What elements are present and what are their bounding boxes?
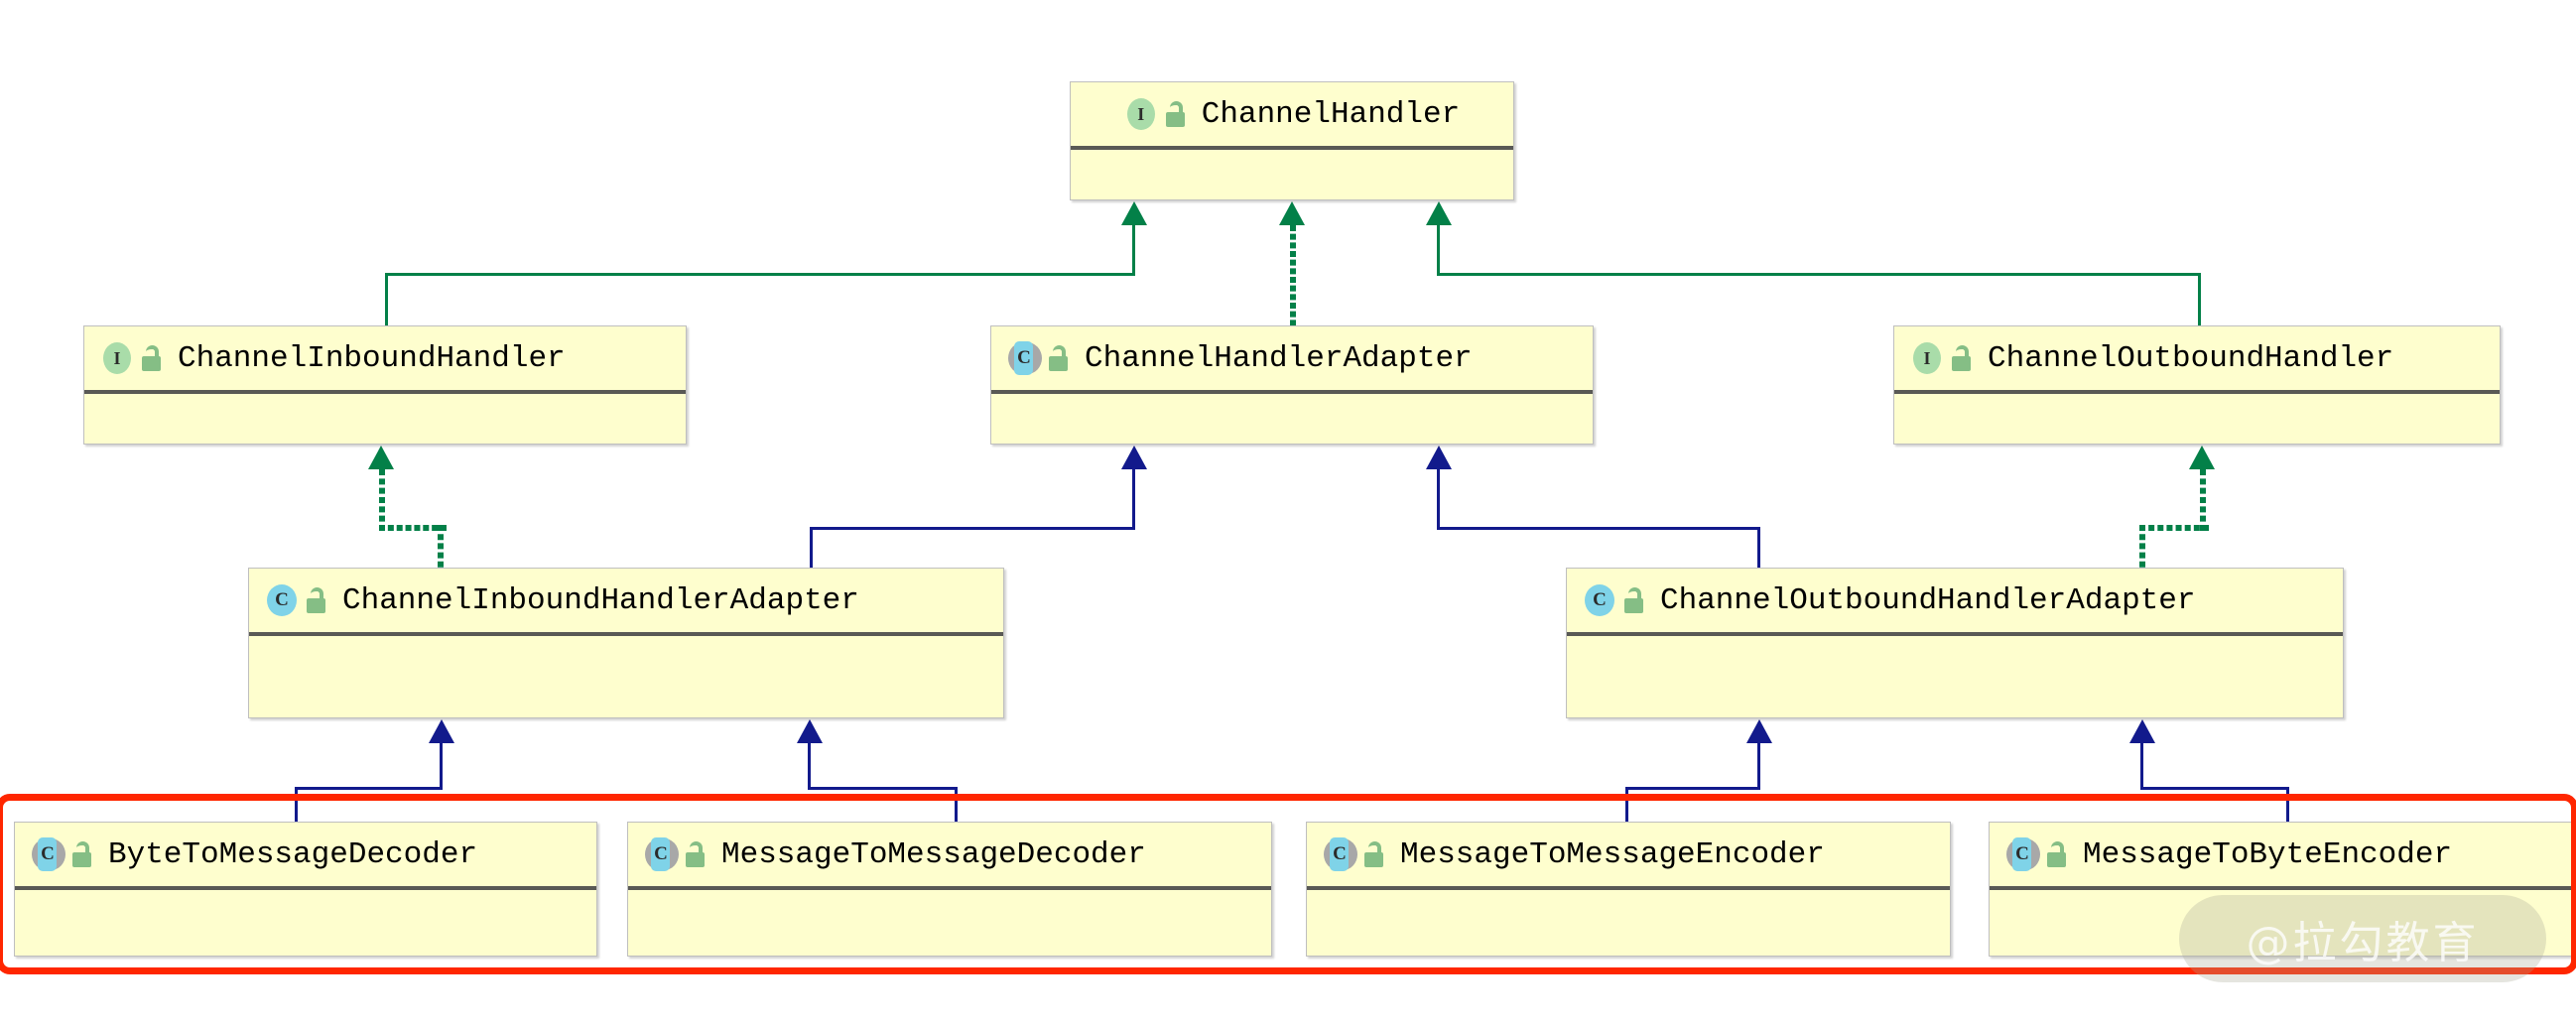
uml-class-name: ChannelInboundHandler xyxy=(178,340,566,376)
uml-class-name: ChannelHandler xyxy=(1201,96,1461,132)
uml-class-name: MessageToMessageEncoder xyxy=(1400,836,1825,872)
uml-members-compartment xyxy=(249,636,1003,715)
edge-outbound-adapter-h xyxy=(2139,525,2209,531)
public-lock-icon xyxy=(684,839,708,869)
edge-outbound-adapter-v1 xyxy=(2200,469,2206,531)
edge-outbound-adapter-ext-v1 xyxy=(1437,469,1440,527)
uml-class-message-to-message-decoder[interactable]: C MessageToMessageDecoder xyxy=(627,822,1272,957)
edge-inbound-handler-v2 xyxy=(385,273,388,328)
abstract-class-stereotype-icon: C xyxy=(644,837,679,871)
arrow-head-msg-msg-encoder xyxy=(1746,719,1772,743)
edge-msg-msg-encoder-v1 xyxy=(1757,743,1760,787)
arrow-head-inbound-adapter-to-inbound xyxy=(368,446,394,469)
uml-header: C ChannelOutboundHandlerAdapter xyxy=(1567,569,2343,636)
uml-class-name: MessageToByteEncoder xyxy=(2083,836,2453,872)
arrow-head-adapter-to-handler xyxy=(1279,201,1305,225)
uml-header: C MessageToByteEncoder xyxy=(1990,823,2575,890)
uml-class-name: ChannelHandlerAdapter xyxy=(1085,340,1473,376)
edge-inbound-handler-h xyxy=(385,273,1135,276)
uml-members-compartment xyxy=(628,890,1271,954)
uml-header: C ChannelInboundHandlerAdapter xyxy=(249,569,1003,636)
public-lock-icon xyxy=(1362,839,1386,869)
edge-msg-msg-encoder-h xyxy=(1625,787,1760,790)
uml-header: C MessageToMessageDecoder xyxy=(628,823,1271,890)
uml-class-channel-handler[interactable]: I ChannelHandler xyxy=(1070,81,1514,200)
uml-class-name: MessageToMessageDecoder xyxy=(721,836,1146,872)
uml-header: I ChannelHandler xyxy=(1071,82,1513,150)
uml-members-compartment xyxy=(15,890,596,954)
uml-class-message-to-byte-encoder[interactable]: C MessageToByteEncoder xyxy=(1989,822,2576,957)
public-lock-icon xyxy=(1164,99,1188,129)
edge-msg-byte-encoder-h xyxy=(2140,787,2289,790)
edge-outbound-adapter-ext-v2 xyxy=(1757,527,1760,571)
uml-class-channel-handler-adapter[interactable]: C ChannelHandlerAdapter xyxy=(990,325,1594,445)
edge-inbound-adapter-ext-v1 xyxy=(1132,469,1135,527)
public-lock-icon xyxy=(1047,343,1071,373)
uml-header: C MessageToMessageEncoder xyxy=(1307,823,1950,890)
abstract-class-stereotype-icon: C xyxy=(31,837,65,871)
uml-class-message-to-message-encoder[interactable]: C MessageToMessageEncoder xyxy=(1306,822,1951,957)
edge-msg-byte-encoder-v1 xyxy=(2140,743,2143,787)
public-lock-icon xyxy=(2045,839,2069,869)
uml-class-channel-outbound-handler[interactable]: I ChannelOutboundHandler xyxy=(1893,325,2501,445)
uml-class-channel-inbound-handler[interactable]: I ChannelInboundHandler xyxy=(83,325,687,445)
edge-inbound-adapter-v1 xyxy=(379,469,385,531)
uml-class-name: ChannelInboundHandlerAdapter xyxy=(342,582,859,618)
uml-class-name: ChannelOutboundHandlerAdapter xyxy=(1660,582,2196,618)
abstract-class-stereotype-icon: C xyxy=(2005,837,2040,871)
public-lock-icon xyxy=(305,585,328,615)
arrow-head-msg-byte-encoder xyxy=(2129,719,2155,743)
uml-members-compartment xyxy=(1567,636,2343,715)
arrow-head-outbound-adapter-to-outbound xyxy=(2189,446,2215,469)
uml-members-compartment xyxy=(1894,394,2500,442)
class-stereotype-icon: C xyxy=(265,583,299,617)
edge-msg-msg-decoder-h xyxy=(808,787,958,790)
arrow-head-outbound-to-handler xyxy=(1426,201,1452,225)
uml-class-channel-inbound-handler-adapter[interactable]: C ChannelInboundHandlerAdapter xyxy=(248,568,1004,718)
public-lock-icon xyxy=(1950,343,1974,373)
uml-members-compartment xyxy=(991,394,1593,442)
edge-inbound-adapter-ext-v2 xyxy=(810,527,813,571)
uml-header: C ChannelHandlerAdapter xyxy=(991,326,1593,394)
uml-class-name: ByteToMessageDecoder xyxy=(108,836,478,872)
edge-inbound-handler-v1 xyxy=(1132,225,1135,273)
abstract-class-stereotype-icon: C xyxy=(1007,341,1042,375)
interface-stereotype-icon: I xyxy=(100,341,134,375)
uml-class-channel-outbound-handler-adapter[interactable]: C ChannelOutboundHandlerAdapter xyxy=(1566,568,2344,718)
arrow-head-byte-decoder xyxy=(429,719,454,743)
edge-outbound-adapter-ext-h xyxy=(1437,527,1760,530)
watermark: @拉勾教育 xyxy=(2179,895,2546,982)
public-lock-icon xyxy=(140,343,164,373)
uml-class-name: ChannelOutboundHandler xyxy=(1988,340,2394,376)
uml-header: I ChannelInboundHandler xyxy=(84,326,686,394)
abstract-class-stereotype-icon: C xyxy=(1323,837,1357,871)
uml-members-compartment xyxy=(1071,150,1513,197)
arrow-head-inbound-to-handler xyxy=(1121,201,1147,225)
public-lock-icon xyxy=(70,839,94,869)
public-lock-icon xyxy=(1622,585,1646,615)
edge-handler-adapter-v xyxy=(1290,225,1296,334)
edge-byte-decoder-v1 xyxy=(440,743,443,787)
edge-outbound-handler-v1 xyxy=(1437,225,1440,273)
interface-stereotype-icon: I xyxy=(1910,341,1944,375)
edge-outbound-handler-v2 xyxy=(2198,273,2201,328)
uml-header: C ByteToMessageDecoder xyxy=(15,823,596,890)
uml-header: I ChannelOutboundHandler xyxy=(1894,326,2500,394)
edge-inbound-adapter-ext-h xyxy=(810,527,1135,530)
arrow-head-msg-msg-decoder xyxy=(797,719,823,743)
edge-outbound-handler-h xyxy=(1437,273,2201,276)
edge-inbound-adapter-h xyxy=(379,525,447,531)
edge-byte-decoder-h xyxy=(295,787,443,790)
edge-msg-msg-decoder-v1 xyxy=(808,743,811,787)
uml-class-byte-to-message-decoder[interactable]: C ByteToMessageDecoder xyxy=(14,822,597,957)
arrow-head-outbound-adapter-to-adapter xyxy=(1426,446,1452,469)
uml-members-compartment xyxy=(1307,890,1950,954)
uml-members-compartment xyxy=(84,394,686,442)
class-stereotype-icon: C xyxy=(1583,583,1616,617)
interface-stereotype-icon: I xyxy=(1124,97,1158,131)
arrow-head-inbound-adapter-to-adapter xyxy=(1121,446,1147,469)
